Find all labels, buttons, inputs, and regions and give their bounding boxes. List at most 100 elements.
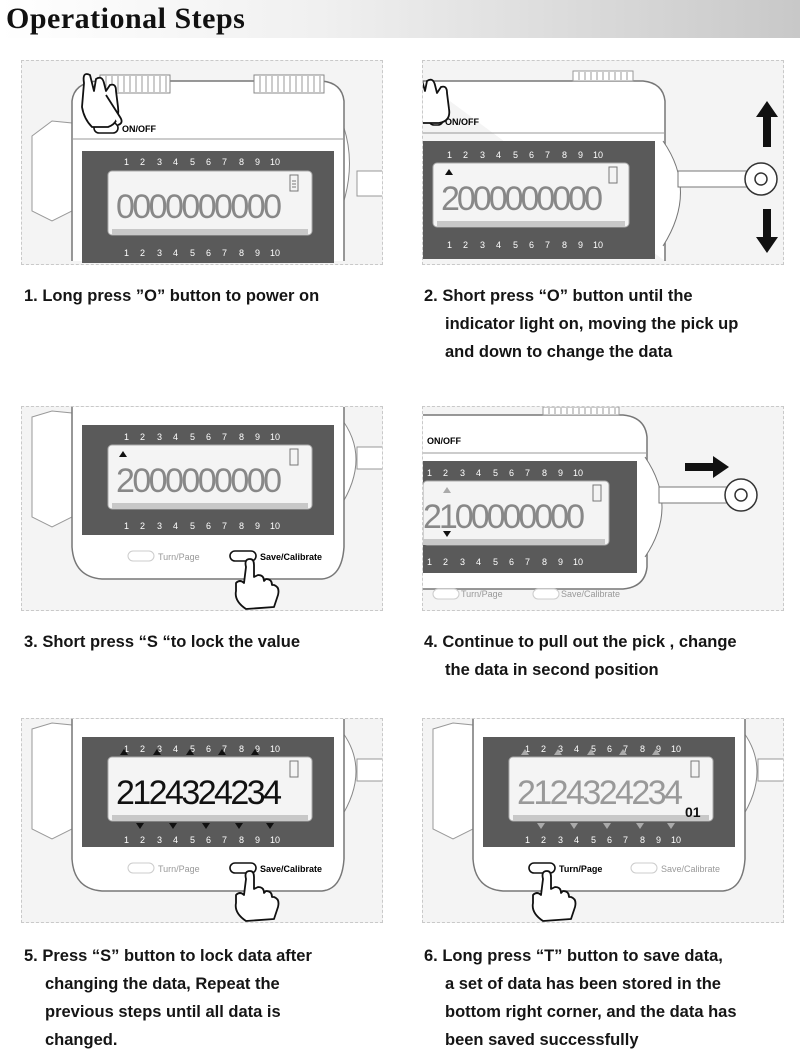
digit-number: 8 [239, 521, 244, 531]
digit-number: 9 [578, 240, 583, 250]
digit-number: 5 [190, 835, 195, 845]
digit-number: 8 [239, 248, 244, 258]
pointing-hand-icon [81, 73, 123, 128]
digit-number: 2 [140, 521, 145, 531]
digit-number: 1 [124, 248, 129, 258]
pointing-hand-icon [423, 78, 451, 124]
text-label: 5. Press “S” button to lock data after [24, 947, 312, 965]
digit-number: 10 [593, 150, 603, 160]
step6-text: 6. Long press “T” button to save data, a… [424, 942, 737, 1054]
lcd-reading: 2124324234 [116, 774, 282, 812]
digit-number: 5 [591, 744, 596, 754]
text-label: ON/OFF [427, 436, 461, 446]
digit-number: 6 [206, 744, 211, 754]
digit-number: 10 [573, 468, 583, 478]
digit-number: 7 [222, 835, 227, 845]
text-label: 2. Short press “O” button until the [424, 287, 693, 305]
digit-number: 9 [255, 521, 260, 531]
digit-number: 9 [255, 248, 260, 258]
digit-number: 2 [443, 468, 448, 478]
digit-number: 8 [640, 744, 645, 754]
digit-number: 9 [558, 468, 563, 478]
digit-number: 7 [222, 157, 227, 167]
digit-number: 10 [270, 432, 280, 442]
digit-number: 7 [525, 468, 530, 478]
digit-number: 5 [190, 157, 195, 167]
text-label: indicator light on, moving the pick up [445, 315, 739, 333]
digit-number: 3 [157, 744, 162, 754]
digit-number: 7 [623, 835, 628, 845]
digit-number: 5 [190, 248, 195, 258]
digit-number: 4 [496, 150, 501, 160]
digit-number: 9 [255, 432, 260, 442]
digit-number: 1 [427, 557, 432, 567]
digit-number: 5 [513, 150, 518, 160]
digit-number: 4 [476, 557, 481, 567]
digit-number: 6 [206, 248, 211, 258]
digit-number: 4 [496, 240, 501, 250]
text-label: Save/Calibrate [260, 864, 322, 874]
digit-number: 2 [140, 157, 145, 167]
text-label: changing the data, Repeat the [45, 975, 280, 993]
lcd-reading: 0000000000 [116, 188, 282, 226]
text-label: changed. [45, 1031, 118, 1049]
digit-number: 9 [255, 835, 260, 845]
digit-number: 7 [222, 432, 227, 442]
digit-number: 4 [173, 835, 178, 845]
digit-number: 10 [270, 835, 280, 845]
digit-number: 5 [190, 432, 195, 442]
digit-number: 6 [206, 432, 211, 442]
digit-number: 1 [447, 150, 452, 160]
lcd-reading: 2000000000 [441, 180, 603, 218]
digit-number: 4 [173, 248, 178, 258]
digit-number: 7 [222, 521, 227, 531]
text-label: 1. Long press ”O” button to power on [24, 287, 320, 305]
digit-number: 8 [542, 468, 547, 478]
arrow-down-icon [756, 209, 778, 253]
digit-number: 2 [140, 744, 145, 754]
digit-number: 4 [173, 432, 178, 442]
digit-number: 3 [157, 432, 162, 442]
digit-number: 10 [270, 248, 280, 258]
page-header: Operational Steps [0, 0, 800, 38]
digit-number: 4 [173, 521, 178, 531]
digit-number: 5 [190, 521, 195, 531]
digit-number: 10 [593, 240, 603, 250]
lcd-reading: 2124324234 [517, 774, 683, 812]
digit-number: 6 [607, 835, 612, 845]
digit-number: 10 [270, 157, 280, 167]
digit-number: 6 [509, 557, 514, 567]
text-label: 3. Short press “S “to lock the value [24, 633, 300, 651]
on-off-label: ON/OFF [122, 124, 156, 134]
step4-text: 4. Continue to pull out the pick , chang… [424, 628, 737, 684]
page-title: Operational Steps [6, 2, 246, 35]
digit-number: 4 [476, 468, 481, 478]
save-calibrate-label: Save/Calibrate [260, 552, 322, 562]
digit-number: 2 [463, 150, 468, 160]
digit-number: 3 [480, 150, 485, 160]
digit-number: 10 [573, 557, 583, 567]
lcd-reading: 2000000000 [116, 462, 282, 500]
digit-number: 1 [427, 468, 432, 478]
digit-number: 6 [607, 744, 612, 754]
digit-number: 10 [270, 744, 280, 754]
digit-number: 9 [255, 157, 260, 167]
digit-number: 8 [542, 557, 547, 567]
digit-number: 2 [463, 240, 468, 250]
digit-number: 1 [447, 240, 452, 250]
digit-number: 8 [239, 157, 244, 167]
digit-number: 1 [124, 835, 129, 845]
digit-number: 7 [545, 150, 550, 160]
digit-number: 4 [574, 835, 579, 845]
digit-number: 4 [173, 744, 178, 754]
digit-number: 7 [525, 557, 530, 567]
digit-number: 9 [578, 150, 583, 160]
step3-text: 3. Short press “S “to lock the value [24, 628, 300, 656]
digit-number: 3 [157, 835, 162, 845]
text-label: Turn/Page [461, 589, 503, 599]
digit-number: 1 [124, 432, 129, 442]
